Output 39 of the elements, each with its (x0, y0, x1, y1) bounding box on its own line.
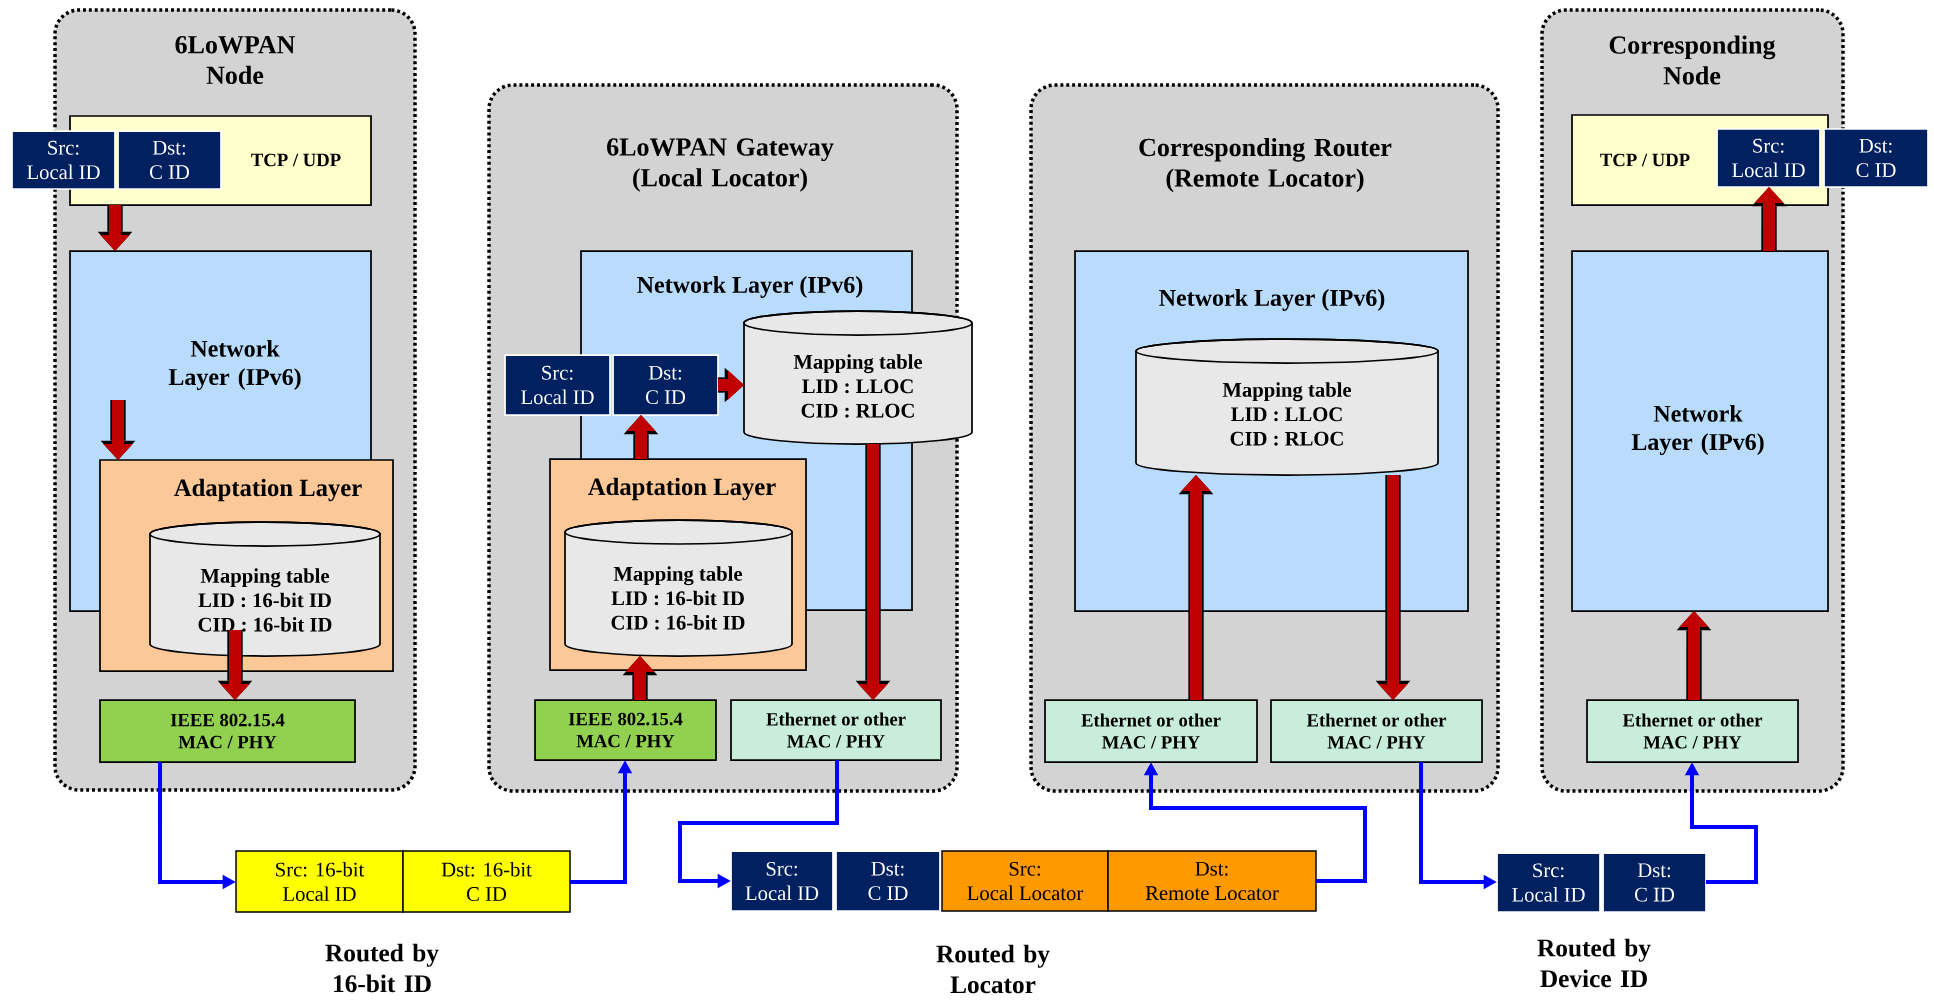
header-field: Src: 16-bit Local ID (235, 850, 404, 913)
arrow (718, 367, 744, 403)
route-caption: Routed by Device ID (1537, 938, 1651, 988)
arrow (855, 444, 891, 700)
layer-box: Network Layer (IPv6) (1571, 250, 1829, 612)
header-field: Dst: C ID (1602, 852, 1707, 913)
arrow (97, 205, 133, 251)
database-cylinder: Mapping table LID : LLOC CID : RLOC (743, 310, 973, 445)
header-field: Dst: C ID (612, 354, 719, 416)
header-field: Src: Local ID (11, 130, 116, 190)
arrow (1676, 611, 1712, 700)
header-field: Src: Local ID (504, 354, 611, 416)
route-caption: Routed by Locator (936, 944, 1050, 994)
mac-box: Ethernet or other MAC / PHY (1586, 699, 1799, 763)
arrow (1751, 187, 1787, 251)
header-field: Dst: C ID (117, 130, 222, 190)
header-field: Dst: C ID (1823, 128, 1929, 188)
header-field: Src: Local ID (730, 850, 834, 912)
arrow (1178, 475, 1214, 700)
database-cylinder: Mapping table LID : LLOC CID : RLOC (1135, 338, 1439, 476)
header-field: Src: Local ID (1496, 852, 1601, 913)
header-field: Dst: 16-bit C ID (402, 850, 571, 913)
arrow (623, 415, 659, 459)
header-field: Src: Local ID (1716, 128, 1821, 188)
arrow (217, 630, 253, 700)
mac-box: Ethernet or other MAC / PHY (1044, 699, 1258, 763)
mac-box: IEEE 802.15.4 MAC / PHY (534, 699, 717, 761)
mac-box: IEEE 802.15.4 MAC / PHY (99, 699, 356, 763)
arrow (1375, 475, 1411, 700)
route-caption: Routed by 16-bit ID (325, 943, 439, 993)
mac-box: Ethernet or other MAC / PHY (1270, 699, 1483, 763)
mac-box: Ethernet or other MAC / PHY (730, 699, 942, 761)
arrow (100, 400, 136, 460)
database-cylinder: Mapping table LID : 16-bit ID CID : 16-bit ID (149, 521, 381, 657)
header-field: Dst: Remote Locator (1107, 850, 1317, 912)
header-field: Src: Local Locator (941, 850, 1109, 912)
arrow (622, 656, 658, 700)
database-cylinder: Mapping table LID : 16-bit ID CID : 16-bit ID (564, 519, 793, 657)
header-field: Dst: C ID (835, 850, 941, 912)
